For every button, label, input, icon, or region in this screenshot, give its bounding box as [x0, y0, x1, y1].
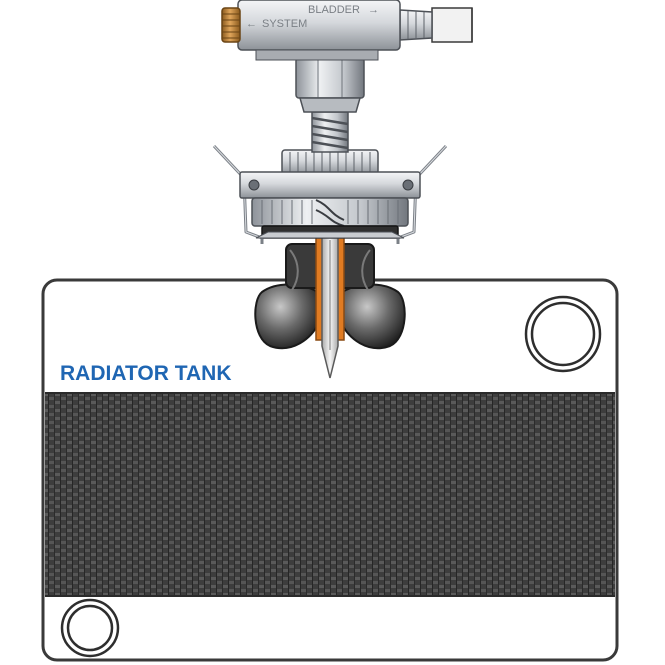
radiator-tank: RADIATOR TANK — [41, 278, 619, 662]
radiator-core — [45, 393, 615, 596]
drain-port-ring-icon — [60, 598, 120, 658]
radiator-cap-ring-icon — [524, 295, 602, 373]
threaded-stem — [311, 111, 349, 153]
bar-screw-right — [402, 179, 414, 191]
bladder-arrow: → — [368, 4, 379, 16]
bladder-label: BLADDER — [308, 4, 360, 16]
system-label: SYSTEM — [262, 18, 307, 30]
system-arrow: ← — [246, 18, 257, 30]
bar-screw-left — [248, 179, 260, 191]
clamp-crossbar — [239, 171, 421, 199]
valve-head: BLADDER → ← SYSTEM — [221, 0, 473, 61]
hex-nut — [295, 57, 365, 113]
clamp-assembly — [212, 144, 448, 244]
tank-label: RADIATOR TANK — [60, 362, 232, 385]
hose — [431, 7, 473, 43]
probe-needle — [315, 235, 345, 379]
adjust-knob[interactable] — [221, 7, 241, 43]
